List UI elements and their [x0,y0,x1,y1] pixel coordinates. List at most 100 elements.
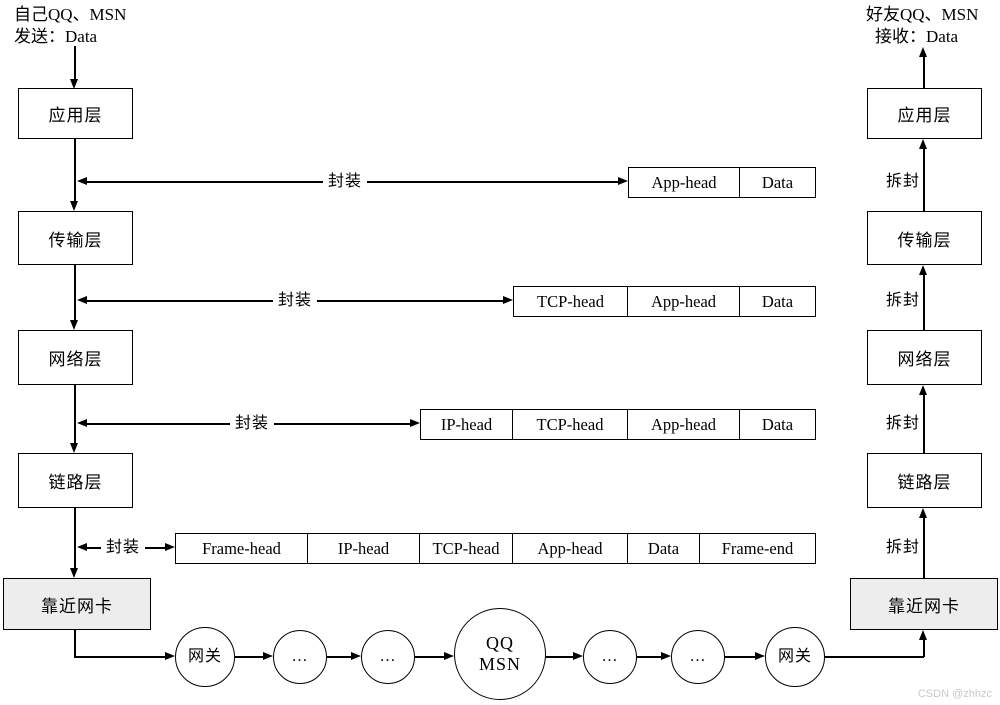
arrow-right-icon [444,652,454,660]
nic-label: 靠近网卡 [888,596,960,616]
layer-box-link-receiver: 链路层 [867,453,982,508]
path-line [725,656,755,658]
sender-title-line1: 自己QQ、MSN [14,5,127,24]
flow-line-sender-4 [74,508,76,569]
arrow-right-icon [263,652,273,660]
arrow-right-icon [661,652,671,660]
gateway-label: 网关 [187,647,222,665]
layer-label: 网络层 [48,350,103,369]
packet-cell: Data [740,286,816,317]
packet-row-1: App-head Data [628,167,816,198]
layer-label: 链路层 [48,473,103,492]
packet-cell: Frame-end [700,533,816,564]
layer-label: 应用层 [897,106,952,125]
receiver-title: 好友QQ、MSN 接收：Data [866,4,978,48]
arrow-right-icon [165,652,175,660]
flow-line-receiver-bottom [923,639,925,657]
arrow-down-icon [70,443,78,453]
path-line [546,656,573,658]
flow-line-sender-bottom [74,630,76,657]
packet-cell: App-head [513,533,628,564]
packet-cell: TCP-head [513,286,628,317]
arrow-up-icon [919,265,927,275]
arrow-up-icon [919,508,927,518]
network-hub-node: QQ MSN [454,608,546,700]
arrow-right-icon [503,296,513,304]
arrow-down-icon [70,201,78,211]
arrow-up-icon [919,630,927,640]
packet-cell: Data [740,409,816,440]
arrow-down-icon [70,79,78,89]
sender-title: 自己QQ、MSN 发送：Data [14,4,126,48]
layer-box-transport-receiver: 传输层 [867,211,982,265]
encapsulate-label-2: 封装 [272,291,318,311]
nic-label: 靠近网卡 [41,596,113,616]
flow-line-sender-2 [74,265,76,321]
path-line [74,656,165,658]
decapsulate-label-1: 拆封 [885,173,921,190]
encapsulate-label-4: 封装 [100,538,146,558]
decapsulate-label-4: 拆封 [885,539,921,556]
flow-line-receiver-2 [923,274,925,330]
arrow-right-icon [410,419,420,427]
hop-node-ellipsis: … [583,630,637,684]
arrow-left-icon [77,177,87,185]
decapsulate-label-2: 拆封 [885,292,921,309]
arrow-left-icon [77,543,87,551]
hop-node-ellipsis: … [273,630,327,684]
packet-cell: App-head [628,286,740,317]
layer-label: 网络层 [897,350,952,369]
packet-row-3: IP-head TCP-head App-head Data [420,409,816,440]
flow-line-sender-1 [74,139,76,202]
gateway-node-left: 网关 [175,627,235,687]
arrow-right-icon [618,177,628,185]
ellipsis-label: … [291,647,309,665]
ellipsis-label: … [379,647,397,665]
arrow-up-icon [919,385,927,395]
layer-label: 应用层 [48,106,103,125]
encapsulate-label-1: 封装 [322,172,368,192]
flow-line-receiver-top [923,56,925,88]
layer-box-link-sender: 链路层 [18,453,133,508]
packet-cell: IP-head [420,409,513,440]
packet-cell: TCP-head [513,409,628,440]
arrow-down-icon [70,320,78,330]
arrow-up-icon [919,139,927,149]
path-line [637,656,661,658]
arrow-right-icon [755,652,765,660]
arrow-left-icon [77,419,87,427]
nic-box-receiver: 靠近网卡 [850,578,998,630]
packet-cell: App-head [628,409,740,440]
layer-box-transport-sender: 传输层 [18,211,133,265]
layer-box-network-sender: 网络层 [18,330,133,385]
arrow-up-icon [919,47,927,57]
packet-row-2: TCP-head App-head Data [513,286,816,317]
flow-line-sender-3 [74,385,76,444]
path-line [235,656,263,658]
path-line [825,656,924,658]
arrow-right-icon [165,543,175,551]
receiver-title-line2: 接收：Data [875,27,959,46]
packet-cell: TCP-head [420,533,513,564]
sender-title-line2: 发送：Data [14,27,98,46]
path-line [415,656,444,658]
layer-box-application-receiver: 应用层 [867,88,982,139]
ellipsis-label: … [689,647,707,665]
packet-cell: Frame-head [175,533,308,564]
flow-line-receiver-3 [923,394,925,453]
flow-line-receiver-1 [923,148,925,211]
gateway-label: 网关 [777,647,812,665]
packet-cell: IP-head [308,533,420,564]
arrow-right-icon [573,652,583,660]
gateway-node-right: 网关 [765,627,825,687]
flow-line-sender-top [74,46,76,80]
layer-box-network-receiver: 网络层 [867,330,982,385]
decapsulate-label-3: 拆封 [885,415,921,432]
nic-box-sender: 靠近网卡 [3,578,151,630]
arrow-right-icon [351,652,361,660]
layer-label: 链路层 [897,473,952,492]
arrow-down-icon [70,568,78,578]
ellipsis-label: … [601,647,619,665]
hop-node-ellipsis: … [671,630,725,684]
